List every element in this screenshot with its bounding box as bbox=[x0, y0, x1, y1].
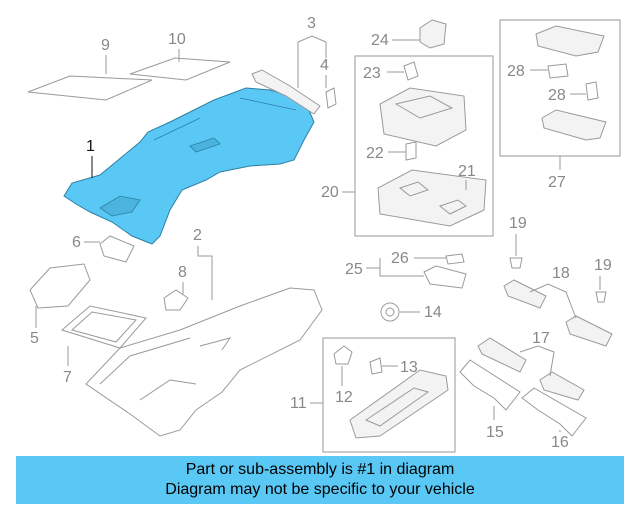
callout-12: 12 bbox=[335, 389, 353, 406]
callout-15: 15 bbox=[486, 424, 504, 441]
banner-line-2: Diagram may not be specific to your vehi… bbox=[165, 481, 475, 498]
callout-27: 27 bbox=[548, 174, 566, 191]
callout-6: 6 bbox=[72, 234, 81, 251]
part-18-brackets: 18 bbox=[503, 265, 613, 347]
group-27-box: 27 28 28 bbox=[499, 19, 621, 191]
part-7-frame: 7 bbox=[60, 305, 147, 386]
part-4-clip: 4 bbox=[320, 57, 337, 109]
callout-4: 4 bbox=[320, 57, 329, 74]
info-banner: Part or sub-assembly is #1 in diagram Di… bbox=[16, 456, 624, 504]
part-9-panel: 9 bbox=[27, 37, 153, 101]
callout-5: 5 bbox=[30, 330, 39, 347]
part-3-trim-strip: 3 bbox=[251, 15, 327, 115]
part-14-grommet: 14 bbox=[380, 302, 442, 322]
callout-20: 20 bbox=[321, 184, 339, 201]
callout-10: 10 bbox=[168, 31, 186, 48]
callout-18: 18 bbox=[552, 265, 570, 282]
callout-21: 21 bbox=[458, 163, 476, 180]
parts-diagram: 9 10 1 3 4 6 5 7 bbox=[27, 15, 621, 453]
callout-1: 1 bbox=[86, 138, 95, 155]
part-19-screw-b: 19 bbox=[594, 257, 612, 303]
callout-14: 14 bbox=[424, 304, 442, 321]
callout-8: 8 bbox=[178, 264, 187, 281]
callout-26: 26 bbox=[391, 250, 409, 267]
part-5-lamp: 5 bbox=[29, 263, 91, 347]
part-16-grab-handle: 16 bbox=[521, 387, 587, 451]
callout-9: 9 bbox=[101, 37, 110, 54]
part-17-handle: 17 bbox=[477, 330, 585, 401]
callout-23: 23 bbox=[363, 65, 381, 82]
callout-13: 13 bbox=[400, 359, 418, 376]
callout-3: 3 bbox=[307, 15, 316, 32]
group-11-box: 11 12 13 bbox=[290, 337, 456, 453]
banner-line-1: Part or sub-assembly is #1 in diagram bbox=[185, 461, 455, 478]
callout-22: 22 bbox=[366, 145, 384, 162]
callout-25: 25 bbox=[345, 261, 363, 278]
part-25-assembly: 26 25 bbox=[345, 250, 467, 289]
callout-2: 2 bbox=[193, 227, 202, 244]
callout-16: 16 bbox=[551, 434, 569, 451]
part-6-bracket: 6 bbox=[72, 234, 135, 263]
callout-24: 24 bbox=[371, 32, 389, 49]
callout-7: 7 bbox=[63, 369, 72, 386]
part-10-panel: 10 bbox=[129, 31, 231, 81]
part-19-screw-a: 19 bbox=[509, 215, 527, 269]
callout-19a: 19 bbox=[509, 215, 527, 232]
callout-28a: 28 bbox=[507, 63, 525, 80]
callout-28b: 28 bbox=[548, 87, 566, 104]
callout-19b: 19 bbox=[594, 257, 612, 274]
group-20-box: 20 23 22 21 bbox=[321, 55, 494, 237]
part-8-clip: 8 bbox=[163, 264, 189, 311]
part-24-switch: 24 bbox=[371, 19, 447, 49]
callout-11: 11 bbox=[290, 395, 307, 412]
part-2-headliner: 2 bbox=[85, 227, 323, 437]
callout-17: 17 bbox=[532, 330, 550, 347]
part-1-headliner: 1 bbox=[63, 87, 315, 245]
part-15-grab-handle: 15 bbox=[459, 359, 521, 441]
